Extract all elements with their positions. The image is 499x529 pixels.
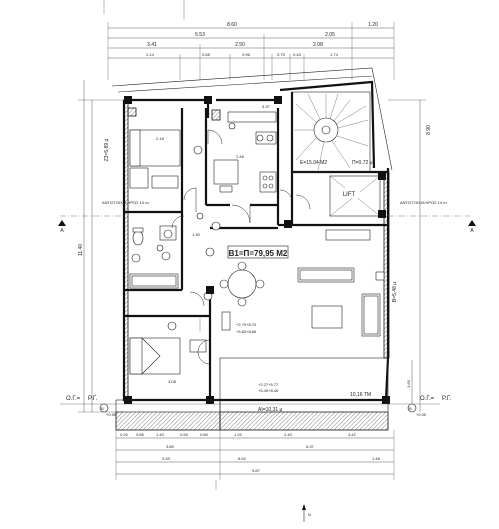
- north-arrow-icon: [302, 504, 306, 522]
- dim-top-overall: 8.60: [227, 22, 237, 28]
- boundary-left: ΑΝΤΙΣΤΟΙΧΙΑ ΗΡΩΣ 10 m.: [102, 200, 150, 205]
- north-label: N: [308, 512, 311, 517]
- dim-top-row3-c: 2.08: [313, 42, 323, 48]
- dim-right-small: 1.60: [406, 379, 411, 388]
- label-balcony-area: ΑΙ=10,31 μ: [258, 407, 283, 413]
- bottom-dimension-lines: [115, 430, 395, 490]
- balcony: [115, 357, 389, 431]
- dim-bottom-f: 1.20: [234, 432, 243, 437]
- dim-top-row4-b: 0.58: [202, 52, 211, 57]
- dim-kitchen: 3.37: [262, 104, 271, 109]
- og-left: Ο.Γ.=: [66, 396, 81, 402]
- label-stair-area: E=15.04 M2: [300, 160, 327, 166]
- level-bal-2: +5.40+8.40: [258, 388, 279, 393]
- dim-top-row4-f: 1.74: [330, 52, 339, 57]
- kitchen: [211, 109, 277, 193]
- section-b-left: B: [101, 406, 104, 411]
- level-main-1: +2.70+8.70: [236, 322, 257, 327]
- rg-right: Ρ.Γ.: [442, 396, 452, 402]
- level-bal-1: +2.27+5.77: [258, 382, 279, 387]
- living-room: [219, 229, 385, 337]
- dim-bottom-row3-a: 3.33: [162, 456, 171, 461]
- label-lift: LIFT: [343, 192, 356, 198]
- level-main-2: +5.83+8.66: [236, 329, 257, 334]
- dim-bedroom-bottom: 3.08: [168, 379, 177, 384]
- dim-bottom-c: 1.40: [156, 432, 165, 437]
- dim-bedroom-top: 2.15: [156, 136, 165, 141]
- main-area-box: [227, 245, 289, 259]
- bathroom: [129, 225, 179, 289]
- dim-top-row4-a: 2.14: [146, 52, 155, 57]
- label-lift-area: Π=0,72 μ: [352, 160, 373, 166]
- label-room-left: Z3=5,89 μ: [104, 139, 110, 162]
- dim-bottom-row3-c: 1.48: [372, 456, 381, 461]
- dim-bottom-g: 2.40: [284, 432, 293, 437]
- dim-bottom-overall: 9.87: [252, 468, 261, 473]
- dim-top-row3-a: 3.41: [147, 42, 157, 48]
- dim-kitchen-inner: 2.46: [236, 154, 245, 159]
- dim-top-row2-a: 5.53: [195, 32, 205, 38]
- doors: [171, 129, 311, 365]
- bedroom-top: [127, 107, 181, 189]
- dim-bottom-b: 0.85: [136, 432, 145, 437]
- dim-right-height: 8.90: [426, 125, 432, 135]
- bedroom-bottom: [129, 318, 207, 375]
- dim-top-row4-e: 0.43: [293, 52, 302, 57]
- level-right: +0.00: [416, 412, 427, 417]
- dim-bottom-d: 0.50: [180, 432, 189, 437]
- right-wall-hatch: [383, 171, 390, 359]
- level-left: +0.55: [106, 412, 117, 417]
- left-wall-hatch: [123, 99, 129, 401]
- og-right: Ο.Γ.=: [420, 396, 435, 402]
- dim-left-height: 11.40: [78, 244, 84, 256]
- dim-bottom-e: 0.80: [200, 432, 209, 437]
- rg-left: Ρ.Γ.: [88, 396, 98, 402]
- dim-bottom-row3-b: 8.52: [238, 456, 247, 461]
- label-main-area: B1=Π=79,95 M2: [229, 249, 288, 258]
- dim-bottom-a: 0.20: [120, 432, 129, 437]
- staircase: [291, 91, 371, 173]
- section-b-right: B: [409, 406, 412, 411]
- label-balcony-mark: 10,16 ΤΜ: [350, 392, 371, 398]
- dim-bottom-row2-a: 3.80: [166, 444, 175, 449]
- top-dimension-lines: [103, 0, 395, 80]
- section-marker-left: A: [60, 228, 64, 234]
- boundary-right: ΑΝΤΙΣΤΟΙΧΙΑ ΗΡΩΣ 14 m.: [400, 200, 448, 205]
- dim-bottom-h: 3.42: [348, 432, 357, 437]
- dim-top-row3-b: 2.50: [235, 42, 245, 48]
- lift-label-bg: [338, 188, 360, 198]
- dim-bottom-row2-b: 6.37: [306, 444, 315, 449]
- dim-top-row4-c: 0.96: [242, 52, 251, 57]
- dim-top-row2-b: 2.05: [325, 32, 335, 38]
- dim-top-right: 1.20: [368, 22, 378, 28]
- label-room-right: Β=5,48 μ: [392, 282, 398, 302]
- dim-top-row4-d: 0.75: [277, 52, 286, 57]
- section-marker-right: A: [470, 228, 474, 234]
- section-lines: [58, 215, 476, 413]
- dim-hall: 1.30: [192, 232, 201, 237]
